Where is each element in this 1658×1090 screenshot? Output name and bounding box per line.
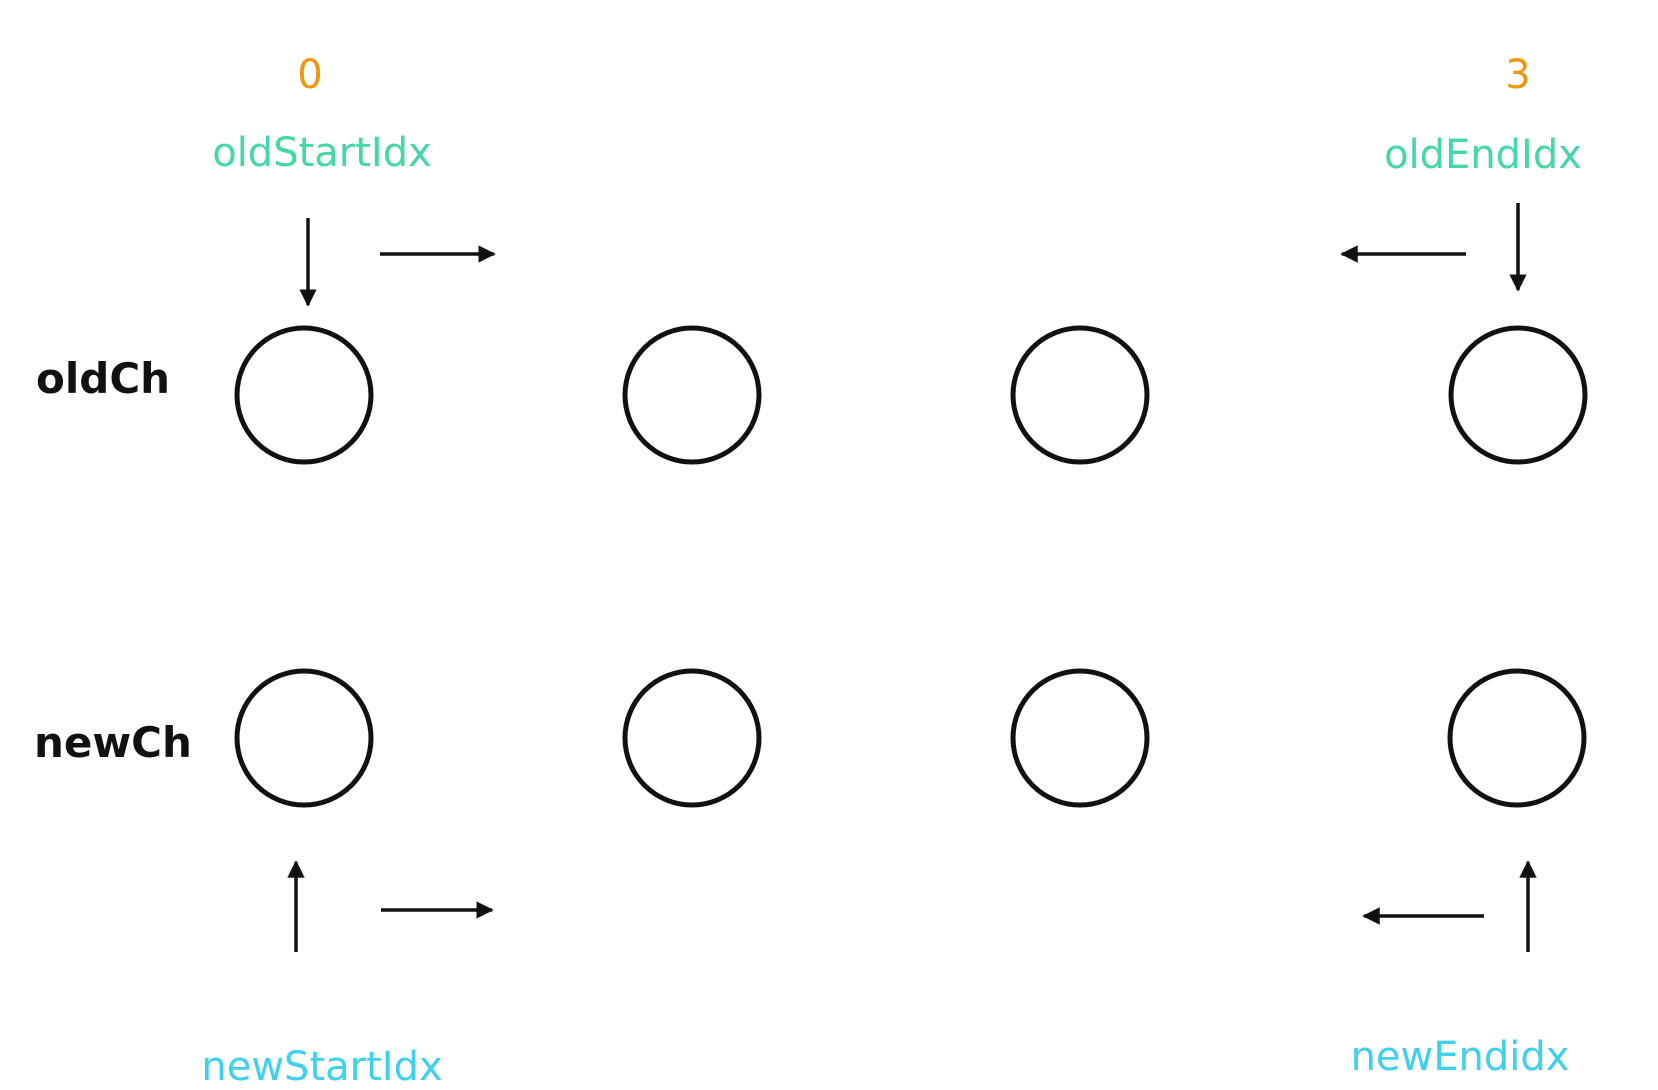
old-vnode-0 xyxy=(234,325,374,465)
new-vnode-1 xyxy=(622,668,762,808)
new-vnode-2 xyxy=(1010,668,1150,808)
old-end-idx-label: oldEndIdx xyxy=(1384,132,1582,178)
old-children-row-label: oldCh xyxy=(36,354,170,403)
new-vnode-0 xyxy=(234,668,374,808)
old-start-index-number: 0 xyxy=(297,52,322,98)
new-vnode-3 xyxy=(1447,668,1587,808)
old-vnode-2 xyxy=(1010,325,1150,465)
old-end-index-number: 3 xyxy=(1505,52,1530,98)
new-start-idx-label: newStartIdx xyxy=(201,1044,442,1090)
old-vnode-1 xyxy=(622,325,762,465)
old-vnode-3 xyxy=(1448,325,1588,465)
new-children-row-label: newCh xyxy=(34,718,192,767)
old-start-idx-label: oldStartIdx xyxy=(212,130,432,176)
new-end-idx-label: newEndidx xyxy=(1351,1034,1570,1080)
